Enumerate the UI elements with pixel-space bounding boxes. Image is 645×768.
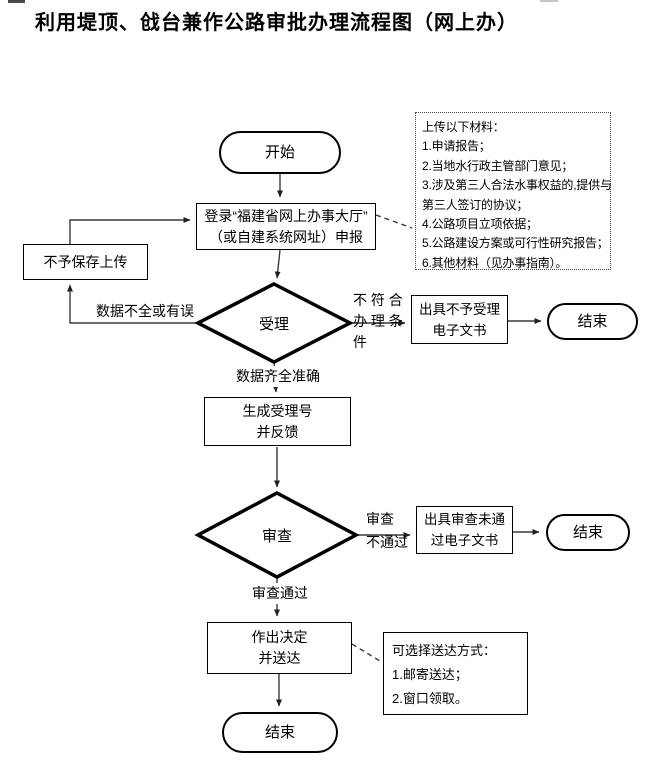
- edge-label-review-pass: 审查通过: [252, 583, 308, 604]
- materials-note: 上传以下材料： 1.申请报告； 2.当地水行政主管部门意见； 3.涉及第三人合法…: [415, 112, 612, 270]
- review-fail-doc-node: 出具审查未通 过电子文书: [416, 506, 513, 554]
- dashed-link-login-to-materials: [375, 214, 413, 229]
- end-node-3: 结束: [222, 712, 338, 753]
- arrow-accept-to-nosave: [67, 284, 198, 324]
- start-node-label: 开始: [264, 144, 295, 161]
- review-diamond-label: 审查: [261, 528, 292, 545]
- decision-node: 作出决定 并送达: [207, 622, 352, 674]
- dashed-link-decision-to-delivery: [351, 643, 381, 662]
- review-diamond-shape: [194, 491, 360, 579]
- delivery-note: 可选择送达方式： 1.邮寄送达； 2.窗口领取。: [383, 632, 528, 715]
- generate-node: 生成受理号 并反馈: [204, 397, 351, 446]
- end-node-1: 结束: [547, 303, 638, 340]
- start-node: 开始: [219, 131, 341, 174]
- review-fail-doc-node-label: 出具审查未通 过电子文书: [424, 512, 505, 548]
- login-node: 登录“福建省网上办事大厅” （或自建系统网址）申报: [196, 203, 376, 250]
- arrow-login-to-accept: [274, 249, 281, 279]
- accept-diamond-label: 受理: [258, 316, 289, 333]
- end-node-2-label: 结束: [572, 524, 603, 541]
- edge-label-data-incomplete: 数据不全或有误: [96, 303, 194, 319]
- end-node-3-label: 结束: [264, 724, 295, 741]
- end-node-1-label: 结束: [577, 313, 608, 330]
- delivery-note-text: 可选择送达方式： 1.邮寄送达； 2.窗口领取。: [392, 643, 497, 706]
- arrow-nosave-to-login: [69, 217, 191, 244]
- decision-node-label: 作出决定 并送达: [251, 629, 308, 666]
- no-save-node-label: 不予保存上传: [43, 253, 128, 270]
- materials-note-text: 上传以下材料： 1.申请报告； 2.当地水行政主管部门意见； 3.涉及第三人合法…: [422, 120, 612, 270]
- end-node-2: 结束: [546, 514, 630, 551]
- edge-label-review-fail: 审查 不通过: [366, 511, 408, 550]
- page-corner-mark-left: [8, 0, 25, 3]
- accept-diamond-shape: [194, 282, 354, 364]
- generate-node-label: 生成受理号 并反馈: [242, 402, 313, 440]
- edge-label-not-qualified: 不 符 合 办 理 条 件: [353, 292, 403, 350]
- no-save-node: 不予保存上传: [23, 244, 148, 280]
- edge-label-data-complete: 数据齐全准确: [236, 366, 320, 387]
- reject-doc-node: 出具不予受理 电子文书: [411, 295, 508, 344]
- login-node-label: 登录“福建省网上办事大厅” （或自建系统网址）申报: [204, 207, 368, 245]
- reject-doc-node-label: 出具不予受理 电子文书: [419, 301, 500, 338]
- page-corner-mark-right: [540, 0, 558, 2]
- page-title: 利用堤顶、戗台兼作公路审批办理流程图（网上办）: [35, 12, 518, 34]
